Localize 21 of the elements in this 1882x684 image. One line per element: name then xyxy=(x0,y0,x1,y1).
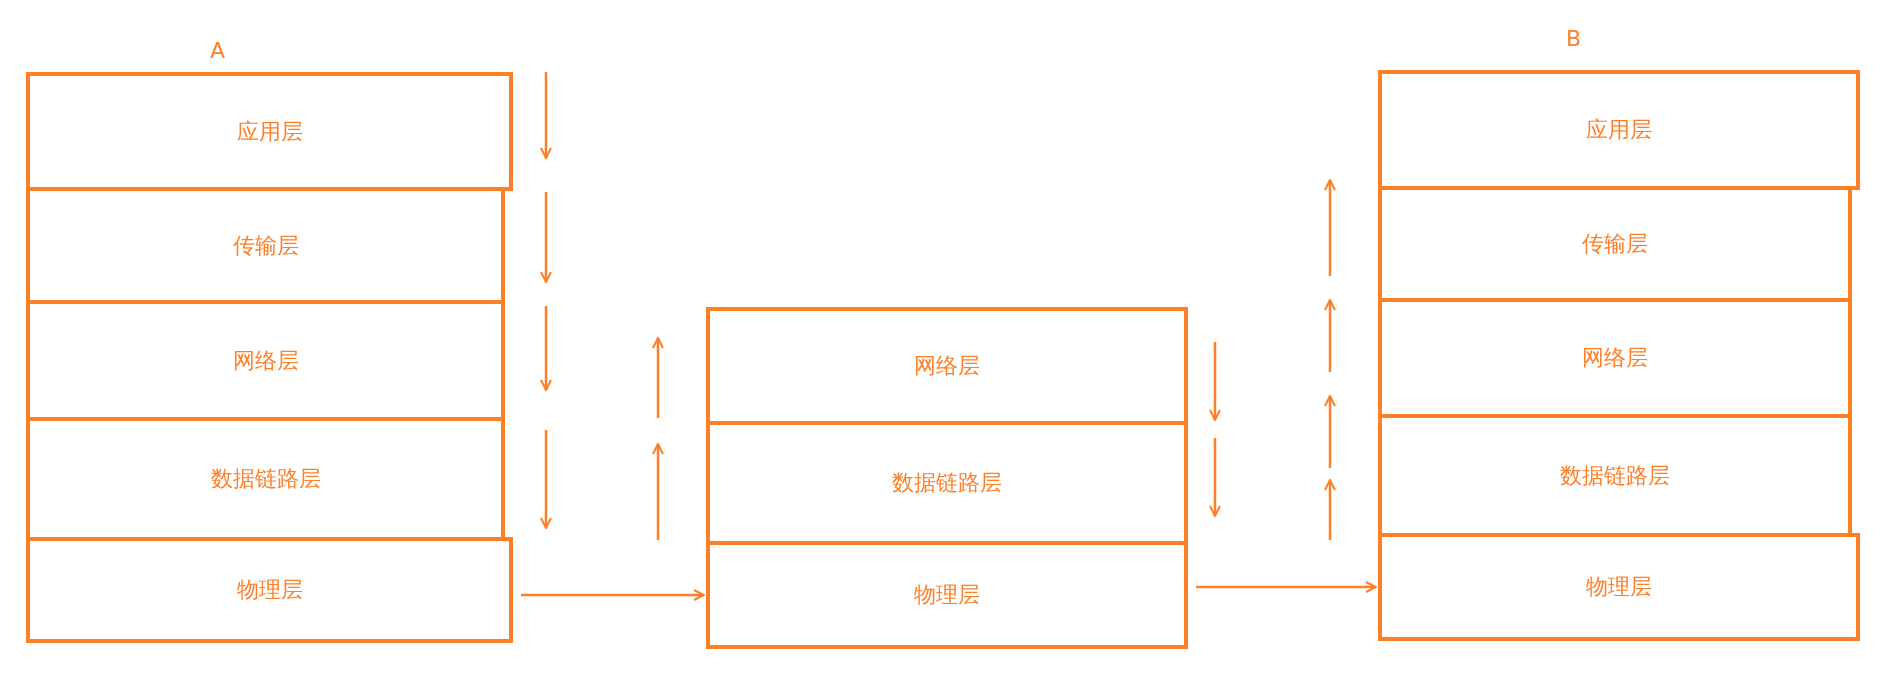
layer-name: 物理层 xyxy=(914,581,980,609)
layer-name: 数据链路层 xyxy=(210,465,321,493)
layer-box xyxy=(1378,533,1860,641)
layer-name: 数据链路层 xyxy=(1560,461,1670,490)
layer-box xyxy=(1378,70,1860,190)
layer-name: 应用层 xyxy=(236,117,303,146)
layer-box xyxy=(26,537,513,643)
layer-box xyxy=(26,72,513,191)
layer-name: 传输层 xyxy=(1582,230,1648,258)
arrow xyxy=(521,589,705,601)
stack-label: A xyxy=(210,38,226,63)
layer-name: 应用层 xyxy=(1586,116,1652,144)
arrow xyxy=(1196,581,1377,593)
layer-name: 物理层 xyxy=(236,576,303,604)
layer-name: 网络层 xyxy=(914,352,980,380)
layer-name: 网络层 xyxy=(1582,344,1648,372)
layer-name: 物理层 xyxy=(1586,573,1652,601)
stack-label: B xyxy=(1566,26,1582,51)
layer-name: 网络层 xyxy=(232,346,299,375)
layer-name: 数据链路层 xyxy=(892,469,1002,497)
layer-name: 传输层 xyxy=(232,231,299,260)
